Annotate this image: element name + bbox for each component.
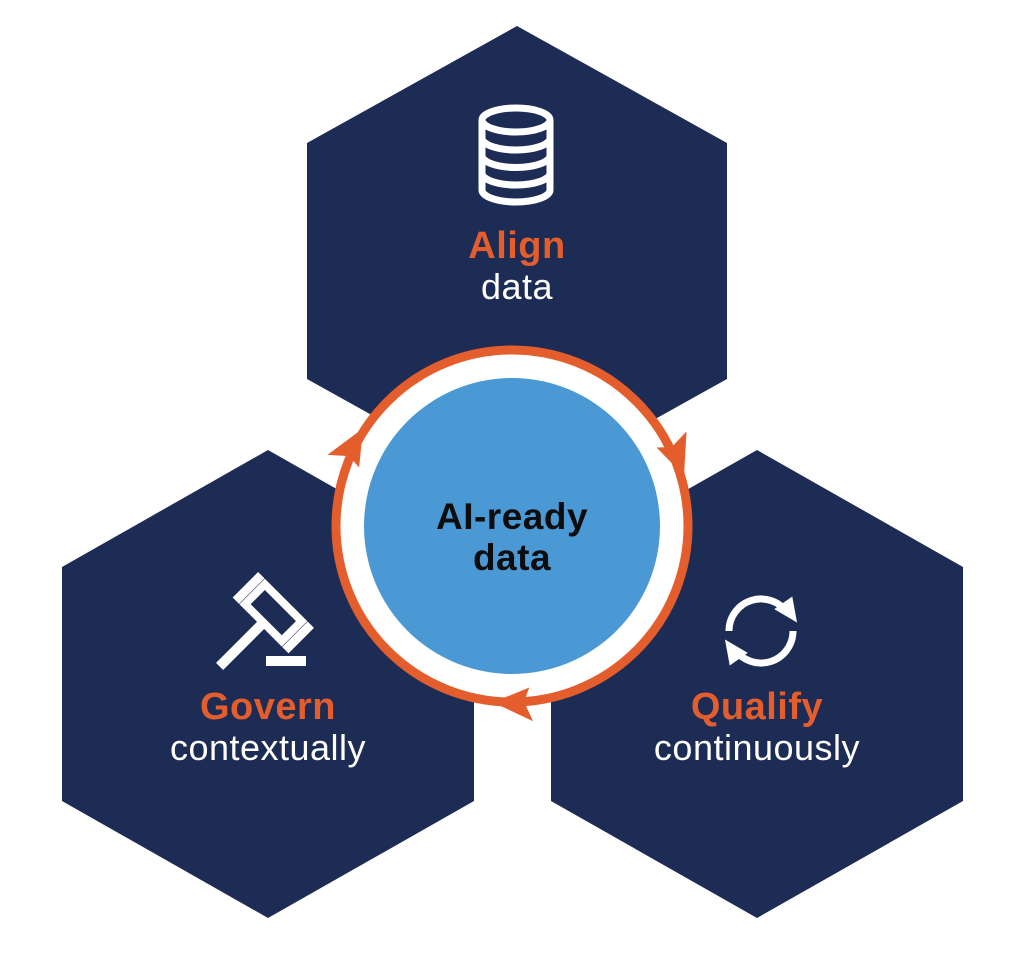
center-circle — [364, 378, 660, 674]
align-action-label: Align — [468, 225, 565, 267]
cycle-arrow-bottom — [493, 687, 534, 722]
govern-object-label: contextually — [170, 727, 366, 768]
center-title-line2: data — [473, 537, 551, 578]
align-object-label: data — [481, 266, 554, 307]
database-icon — [478, 104, 554, 206]
cycle-arrows — [327, 428, 687, 722]
gavel-icon — [216, 572, 314, 670]
center-title-line1: AI-ready — [436, 496, 588, 537]
qualify-action-label: Qualify — [691, 686, 823, 728]
cycle-arrow-top-left — [327, 428, 363, 468]
refresh-icon — [724, 595, 798, 667]
qualify-object-label: continuously — [654, 727, 860, 768]
cycle-arrow-top-right — [656, 431, 687, 476]
govern-action-label: Govern — [200, 686, 336, 728]
